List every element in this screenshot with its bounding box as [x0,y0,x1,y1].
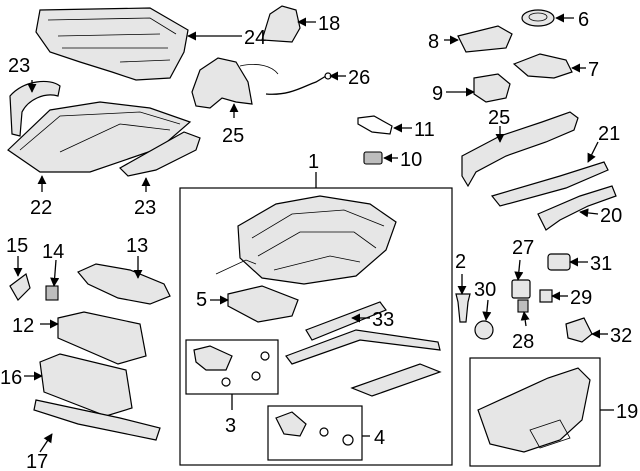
seat-frame [215,195,397,285]
callout-18: 18 [318,13,340,35]
callout-7: 7 [588,59,599,81]
callout-20: 20 [600,205,622,227]
recliner-cover [261,5,301,43]
seat-side-trim-right [119,131,201,177]
switch-10 [363,151,383,165]
rail-5 [227,285,299,323]
cover-32 [565,317,593,343]
clip-14 [45,285,59,301]
callout-3: 3 [225,415,236,437]
callout-26: 26 [348,67,370,89]
callout-5: 5 [196,289,207,311]
motor-4 [275,411,354,446]
trim-17 [33,399,161,441]
housing-16 [39,353,133,417]
callout-15: 15 [6,235,28,257]
cover-15 [9,272,31,301]
heater-12 [57,311,147,365]
cushion-base [7,101,192,173]
switch-30 [474,320,494,340]
callout-23a: 23 [8,55,30,77]
switch-27 [511,279,531,299]
knob-28 [517,299,529,313]
module-8 [457,25,513,53]
callout-12: 12 [12,315,34,337]
handle-11 [357,115,393,135]
callout-22: 22 [30,197,52,219]
motor-3 [193,345,270,387]
callout-6: 6 [578,9,589,31]
callout-27: 27 [512,237,534,259]
motor-7 [512,53,573,79]
button-29 [539,289,553,303]
bracket-13 [77,263,171,305]
callout-19: 19 [616,401,638,423]
track-33 [305,301,387,341]
lower-track [285,329,442,397]
callout-33: 33 [372,309,394,331]
callout-10: 10 [400,149,422,171]
motor-6 [521,9,555,27]
bracket-20 [537,185,617,231]
sub-assembly-box-4 [267,405,363,461]
callout-25b: 25 [488,107,510,129]
callout-32: 32 [610,325,632,347]
side-shield-box [469,357,601,467]
callout-28: 28 [512,331,534,353]
button-31 [547,253,571,271]
callout-11: 11 [414,119,435,141]
callout-23b: 23 [134,197,156,219]
callout-29: 29 [570,287,592,309]
callout-30: 30 [474,279,496,301]
knob-2 [455,293,471,323]
callout-17: 17 [26,451,48,471]
release-cable [265,72,332,95]
module-9 [473,73,511,103]
callout-24: 24 [244,27,266,49]
hinge-shield [191,57,279,109]
callout-1: 1 [308,151,319,173]
callout-31: 31 [590,253,612,275]
callout-25a: 25 [222,125,244,147]
callout-2: 2 [455,251,466,273]
callout-14: 14 [42,241,64,263]
side-shield-19 [477,367,591,453]
callout-9: 9 [432,83,443,105]
callout-13: 13 [126,235,148,257]
seat-side-trim-left [9,80,61,137]
rail-bracket [461,111,579,188]
trim-21 [490,161,609,207]
seat-cushion-pad [35,7,189,81]
callout-16: 16 [0,367,22,389]
callout-4: 4 [374,427,385,449]
callout-8: 8 [428,31,439,53]
callout-21: 21 [598,123,620,145]
